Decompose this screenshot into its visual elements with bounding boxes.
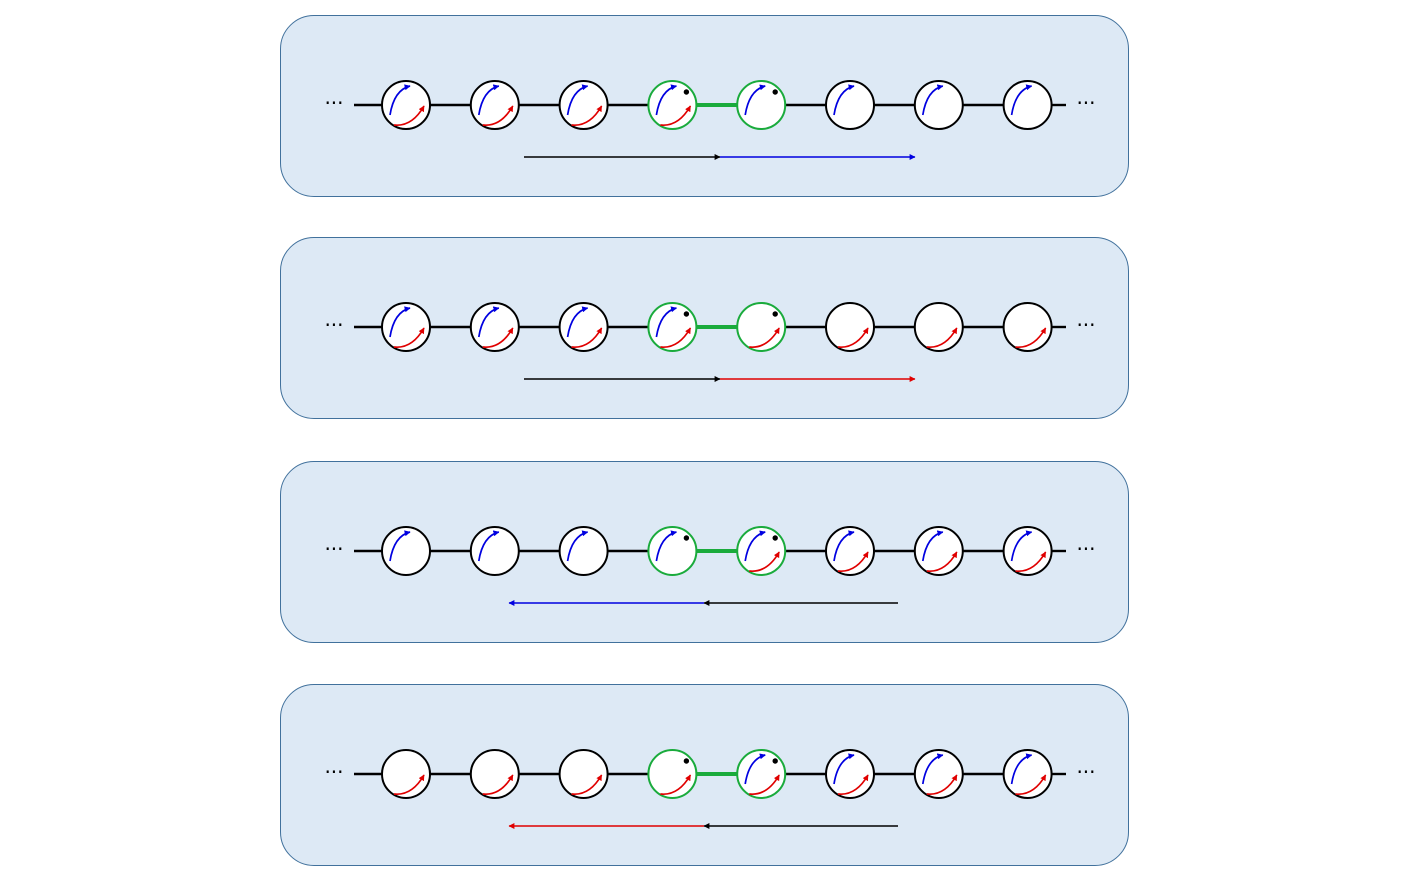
lattice-site [469, 80, 520, 130]
blue-spin-arrow [477, 306, 500, 338]
right-ellipsis: ··· [1076, 91, 1095, 115]
spin-dot [772, 758, 778, 764]
red-spin-arrow [926, 551, 958, 572]
blue-spin-arrow [921, 84, 944, 116]
lattice-site [558, 526, 609, 576]
blue-spin-arrow [1010, 84, 1033, 116]
red-spin-arrow [482, 327, 514, 348]
blue-spin-arrow [566, 530, 589, 562]
blue-spin-arrow [389, 530, 411, 562]
blue-spin-arrow [566, 84, 589, 116]
blue-spin-arrow [1010, 530, 1033, 562]
red-spin-arrow [660, 105, 692, 126]
blue-spin-arrow [477, 84, 500, 116]
red-spin-arrow [393, 105, 425, 126]
blue-spin-arrow [655, 530, 677, 562]
blue-spin-arrow [477, 530, 500, 562]
lattice-site [913, 749, 964, 799]
red-spin-arrow [837, 327, 869, 348]
lattice-site [381, 80, 431, 130]
red-spin-arrow [1015, 551, 1047, 572]
spin-dot [683, 89, 690, 95]
lattice-site [381, 749, 431, 799]
lattice-site [913, 80, 964, 130]
blue-spin-arrow [744, 753, 766, 785]
lattice-site [1002, 302, 1053, 352]
red-spin-arrow [660, 774, 692, 795]
highlighted-site [736, 302, 787, 352]
spin-dot [772, 311, 778, 317]
lattice-site [558, 80, 609, 130]
left-ellipsis: ··· [324, 91, 343, 115]
spin-dot [683, 311, 690, 317]
red-spin-arrow [749, 774, 780, 795]
right-ellipsis: ··· [1076, 537, 1095, 561]
blue-spin-arrow [566, 306, 589, 338]
lattice-site [469, 302, 520, 352]
red-spin-arrow [926, 327, 958, 348]
lattice-site [558, 749, 609, 799]
red-spin-arrow [837, 551, 869, 572]
blue-spin-arrow [655, 84, 677, 116]
red-spin-arrow [571, 105, 603, 126]
blue-spin-arrow [833, 753, 855, 785]
blue-spin-arrow [389, 84, 411, 116]
blue-spin-arrow [655, 306, 677, 338]
lattice-site [1002, 526, 1053, 576]
spin-dot [772, 535, 778, 541]
red-spin-arrow [749, 327, 780, 348]
red-spin-arrow [393, 327, 425, 348]
blue-spin-arrow [1010, 753, 1033, 785]
red-spin-arrow [571, 327, 603, 348]
blue-spin-arrow [921, 753, 944, 785]
lattice-site [1002, 80, 1053, 130]
spin-chain-diagram-3: ··· ··· [324, 526, 1096, 606]
chain-panel-4: ··· ··· [280, 684, 1129, 866]
left-ellipsis: ··· [324, 760, 343, 784]
lattice-site [913, 526, 964, 576]
chain-panel-3: ··· ··· [280, 461, 1129, 643]
red-spin-arrow [1015, 774, 1047, 795]
spin-chain-diagram-1: ··· ··· [324, 80, 1096, 160]
lattice-site [825, 749, 875, 799]
lattice-site [913, 302, 964, 352]
chain-panel-1: ··· ··· [280, 15, 1129, 197]
lattice-site [381, 302, 431, 352]
chain-panel-2: ··· ··· [280, 237, 1129, 419]
lattice-site [825, 80, 875, 130]
highlighted-site [647, 749, 698, 799]
lattice-site [558, 302, 609, 352]
spin-dot [683, 758, 690, 764]
red-spin-arrow [393, 774, 425, 795]
blue-spin-arrow [389, 306, 411, 338]
lattice-site [469, 749, 520, 799]
red-spin-arrow [1015, 327, 1047, 348]
lattice-site [469, 526, 520, 576]
blue-spin-arrow [833, 84, 855, 116]
lattice-site [825, 302, 875, 352]
red-spin-arrow [660, 327, 692, 348]
spin-dot [683, 535, 690, 541]
left-ellipsis: ··· [324, 313, 343, 337]
red-spin-arrow [482, 105, 514, 126]
blue-spin-arrow [744, 84, 766, 116]
spin-chain-diagram-4: ··· ··· [324, 749, 1096, 829]
spin-chain-diagram-2: ··· ··· [324, 302, 1096, 382]
left-ellipsis: ··· [324, 537, 343, 561]
lattice-site [1002, 749, 1053, 799]
lattice-site [381, 526, 431, 576]
lattice-site [825, 526, 875, 576]
blue-spin-arrow [833, 530, 855, 562]
red-spin-arrow [837, 774, 869, 795]
right-ellipsis: ··· [1076, 760, 1095, 784]
spin-dot [772, 89, 778, 95]
right-ellipsis: ··· [1076, 313, 1095, 337]
red-spin-arrow [571, 774, 603, 795]
red-spin-arrow [926, 774, 958, 795]
blue-spin-arrow [744, 530, 766, 562]
blue-spin-arrow [921, 530, 944, 562]
red-spin-arrow [482, 774, 514, 795]
red-spin-arrow [749, 551, 780, 572]
